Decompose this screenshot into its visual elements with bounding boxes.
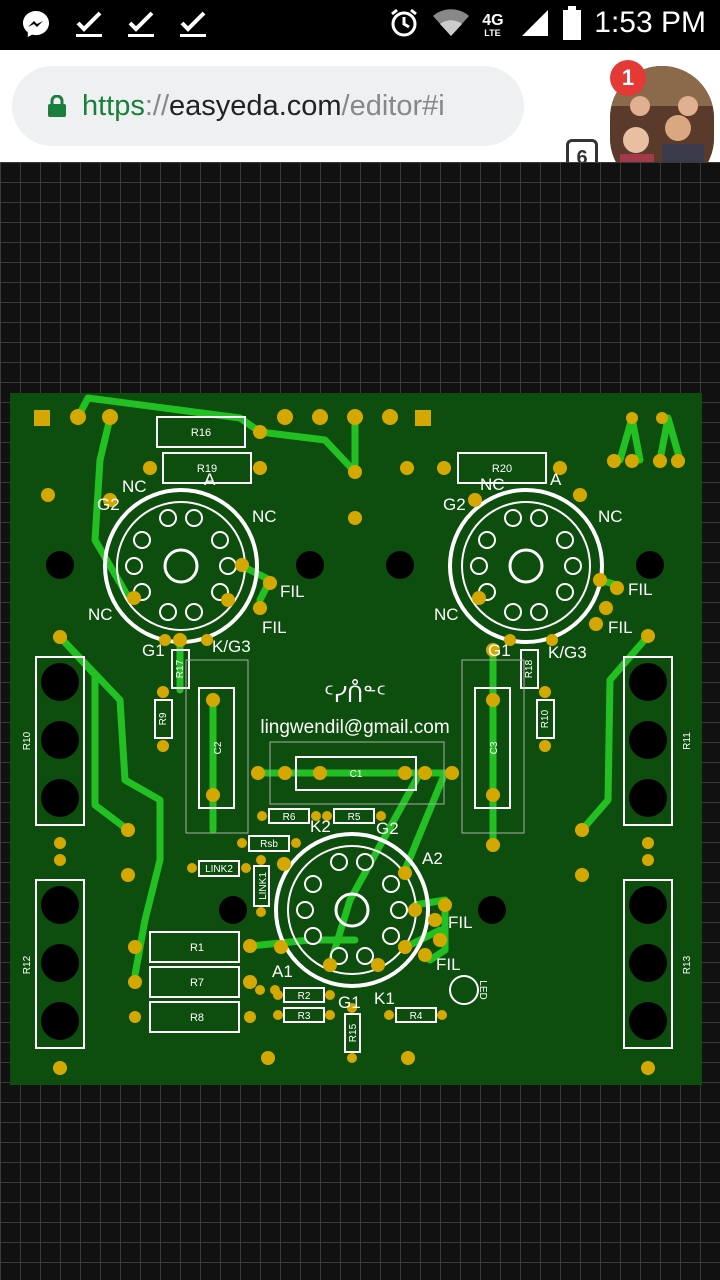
svg-text:NC: NC [88,605,113,624]
ref-r2: R2 [298,991,311,1002]
svg-text:G2: G2 [443,495,466,514]
ref-c2: C2 [213,741,224,754]
messenger-icon [23,11,49,37]
mounting-holes [46,551,664,924]
ref-r3: R3 [298,1011,311,1022]
socket-pins [125,509,582,965]
designer-logo: ᑦᓯᑍᓐᑦ [324,680,386,707]
designer-email: lingwendil@gmail.com [260,717,449,738]
ref-r20: R20 [492,463,512,475]
svg-text:FIL: FIL [436,955,461,974]
lock-icon [48,95,66,117]
ref-led: LED [477,980,488,999]
check-icon [180,11,206,37]
ref-link1: LINK1 [258,872,269,900]
ref-r1: R1 [190,942,204,954]
signal-icon [522,10,549,36]
ref-r15: R15 [348,1023,359,1042]
address-bar[interactable]: https://easyeda.com/editor#i [12,66,524,146]
tube-socket-right [448,488,604,644]
svg-text:NC: NC [122,477,147,496]
svg-text:K/G3: K/G3 [212,637,251,656]
svg-text:G1: G1 [338,993,361,1012]
svg-text:A: A [204,470,216,489]
svg-text:G2: G2 [97,495,120,514]
pads [34,409,685,1075]
ref-r17: R17 [175,659,186,678]
check-icon [76,11,102,37]
ref-r7: R7 [190,977,204,989]
wifi-icon [433,9,470,36]
pcb-board-view[interactable]: R16 R19 R20 R17 R18 R9 R10 C2 C3 C1 R10 … [0,162,720,1280]
svg-text:K2: K2 [310,817,331,836]
svg-text:A2: A2 [422,849,443,868]
pin-labels: NC G2 A NC FIL FIL NC G1 K/G3 G2 NC A NC… [88,470,653,1012]
ref-link2: LINK2 [205,864,233,875]
notification-badge: 1 [610,60,646,96]
ref-r4: R4 [410,1011,423,1022]
ref-c3: C3 [489,741,500,754]
ref-r10-small: R10 [540,709,551,728]
ref-r13: R13 [682,955,693,974]
ref-r12: R12 [22,955,33,974]
component-outlines [149,416,555,1053]
ref-r9: R9 [158,712,169,725]
ref-r10: R10 [22,731,33,750]
svg-text:NC: NC [252,507,277,526]
alarm-icon [391,8,418,37]
svg-text:A1: A1 [272,962,293,981]
copper-traces [56,394,684,979]
ref-rsb: Rsb [260,839,278,850]
svg-text:G1: G1 [142,641,165,660]
pcb-editor-canvas[interactable]: R16 R19 R20 R17 R18 R9 R10 C2 C3 C1 R10 … [0,162,720,1280]
power-resistors [35,656,673,1049]
svg-text:G2: G2 [376,819,399,838]
svg-text:FIL: FIL [448,913,473,932]
ref-r8: R8 [190,1012,204,1024]
component-references: R16 R19 R20 R17 R18 R9 R10 C2 C3 C1 R10 … [22,427,693,1042]
svg-text:G1: G1 [488,641,511,660]
check-icon [128,11,154,37]
status-bar: 4G LTE 1:53 PM [0,0,720,50]
svg-text:NC: NC [480,475,505,494]
ref-r6: R6 [283,812,296,823]
clock: 1:53 PM [594,6,706,39]
ref-r19: R19 [197,463,217,475]
ref-r18: R18 [524,659,535,678]
svg-text:NC: NC [434,605,459,624]
svg-text:FIL: FIL [628,580,653,599]
ref-r5: R5 [348,812,361,823]
svg-text:K/G3: K/G3 [548,643,587,662]
power-resistor-holes [41,663,667,1040]
svg-text:A: A [550,470,562,489]
ref-r11: R11 [682,732,693,750]
svg-text:NC: NC [598,507,623,526]
battery-icon [563,6,582,40]
svg-text:FIL: FIL [280,582,305,601]
svg-text:FIL: FIL [262,618,287,637]
svg-text:FIL: FIL [608,618,633,637]
ref-r16: R16 [191,427,211,439]
ref-c1: C1 [350,769,363,780]
network-type-indicator: 4G LTE [482,12,504,38]
svg-text:K1: K1 [374,989,395,1008]
capacitor-keepouts [185,659,525,834]
url-text[interactable]: https://easyeda.com/editor#i [82,89,445,122]
